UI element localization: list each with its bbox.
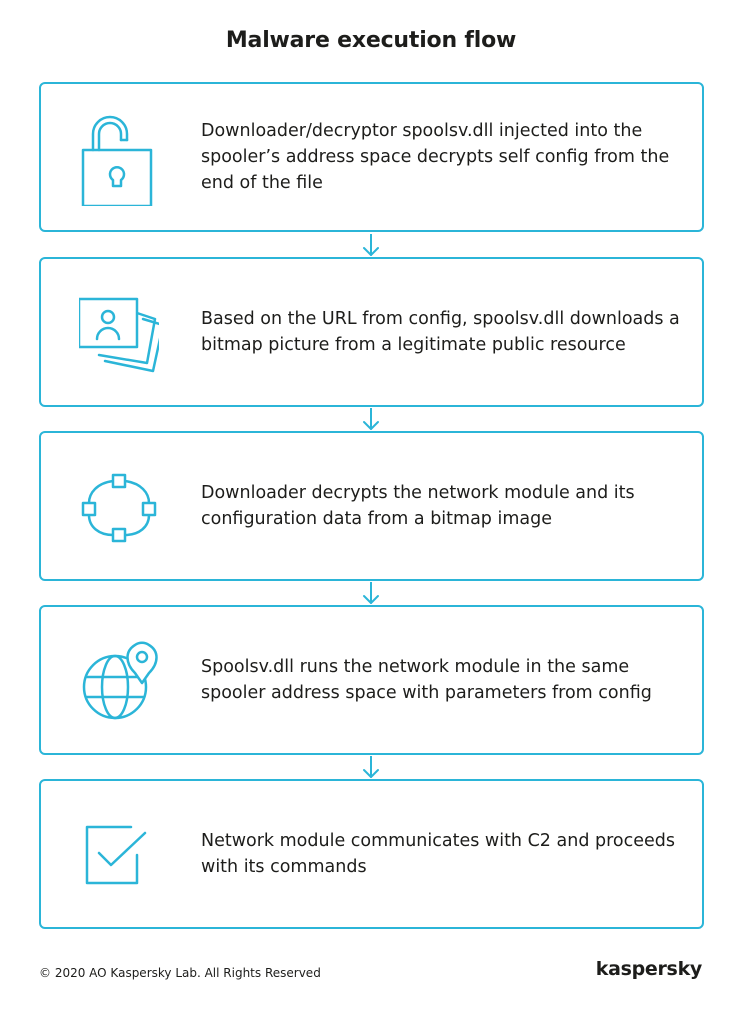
globe-location-pin-icon [79,633,159,729]
flow-step-text: Based on the URL from config, spoolsv.dl… [201,309,680,355]
flow-step-3: Downloader decrypts the network module a… [39,431,704,581]
stacked-pictures-icon [79,285,159,381]
flow-step-5: Network module communicates with C2 and … [39,779,704,929]
checkbox-checkmark-icon [79,807,159,903]
network-nodes-icon [79,459,159,555]
diagram-title: Malware execution flow [225,28,517,53]
flow-step-4: Spoolsv.dll runs the network module in t… [39,605,704,755]
flow-arrow-down-icon [362,582,380,606]
unlocked-padlock-icon [79,110,159,206]
kaspersky-logo: kaspersky [595,958,703,980]
flow-step-text: Spoolsv.dll runs the network module in t… [201,657,652,703]
flow-step-text: Downloader decrypts the network module a… [201,483,635,529]
flow-arrow-down-icon [362,234,380,258]
copyright-notice: © 2020 AO Kaspersky Lab. All Rights Rese… [39,966,321,980]
flow-step-text: Network module communicates with C2 and … [201,831,675,877]
flow-arrow-down-icon [362,408,380,432]
flow-arrow-down-icon [362,756,380,780]
flow-step-text: Downloader/decryptor spoolsv.dll injecte… [201,121,670,193]
flow-step-2: Based on the URL from config, spoolsv.dl… [39,257,704,407]
flow-step-1: Downloader/decryptor spoolsv.dll injecte… [39,82,704,232]
